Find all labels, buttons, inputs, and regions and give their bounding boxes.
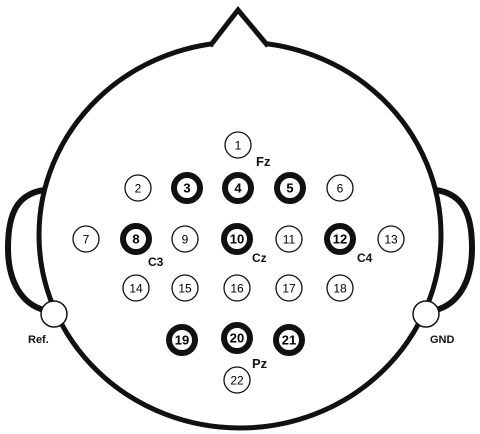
electrode-21: 21 — [273, 324, 305, 356]
electrode-16: 16 — [223, 274, 251, 302]
electrode-number: 9 — [182, 233, 189, 247]
electrode-ring — [72, 225, 100, 253]
electrode-2: 2 — [124, 174, 152, 202]
electrode-number: 10 — [230, 232, 244, 247]
electrode-number: 6 — [337, 182, 344, 196]
nose — [208, 6, 270, 48]
ref-electrode — [40, 300, 68, 328]
left-ear — [4, 187, 45, 313]
electrode-20: 20 — [221, 322, 253, 354]
site-label-c3: C3 — [148, 255, 164, 269]
electrode-ring — [120, 223, 152, 255]
electrode-number: 4 — [234, 181, 242, 196]
electrode-8: 8 — [120, 223, 152, 255]
electrode-number: 15 — [178, 282, 192, 296]
ref-label: Ref. — [28, 334, 49, 346]
electrode-number: 16 — [230, 282, 244, 296]
electrode-17: 17 — [275, 274, 303, 302]
electrode-number: 12 — [333, 232, 347, 247]
electrode-ring — [274, 172, 306, 204]
electrode-ring — [122, 274, 150, 302]
electrode-ring — [223, 366, 251, 394]
site-label-fz: Fz — [256, 154, 271, 169]
electrode-22: 22 — [223, 366, 251, 394]
electrode-ring — [326, 274, 354, 302]
electrode-number: 18 — [333, 282, 347, 296]
electrode-7: 7 — [72, 225, 100, 253]
electrode-10: 10 — [221, 223, 253, 255]
electrode-1: 1 — [224, 131, 252, 159]
electrode-number: 22 — [230, 374, 244, 388]
electrode-ring — [324, 223, 356, 255]
electrode-ring — [275, 274, 303, 302]
electrode-11: 11 — [275, 225, 303, 253]
electrode-number: 19 — [175, 333, 189, 348]
gnd-electrode — [412, 300, 440, 328]
electrode-number: 7 — [83, 233, 90, 247]
electrode-ring — [275, 225, 303, 253]
electrode-6: 6 — [326, 174, 354, 202]
electrode-number: 1 — [235, 139, 242, 153]
electrode-19: 19 — [166, 324, 198, 356]
electrode-9: 9 — [171, 225, 199, 253]
electrode-number: 13 — [384, 233, 398, 247]
site-label-pz: Pz — [252, 356, 268, 371]
electrode-ring — [326, 174, 354, 202]
electrode-14: 14 — [122, 274, 150, 302]
electrode-ring — [171, 225, 199, 253]
electrode-number: 11 — [283, 233, 296, 247]
electrode-4: 4 — [222, 172, 254, 204]
electrode-ring — [171, 274, 199, 302]
right-ear — [435, 187, 476, 313]
electrode-number: 14 — [129, 282, 143, 296]
electrode-ring — [377, 225, 405, 253]
electrode-15: 15 — [171, 274, 199, 302]
electrode-ring — [171, 172, 203, 204]
electrode-ring — [273, 324, 305, 356]
electrode-ring — [221, 322, 253, 354]
electrode-number: 2 — [135, 182, 142, 196]
electrode-ring — [221, 223, 253, 255]
electrode-18: 18 — [326, 274, 354, 302]
gnd-label: GND — [430, 334, 455, 346]
electrode-number: 3 — [183, 181, 190, 196]
electrode-5: 5 — [274, 172, 306, 204]
site-label-cz: Cz — [252, 251, 267, 265]
electrode-number: 5 — [286, 181, 293, 196]
site-label-c4: C4 — [357, 251, 373, 265]
electrode-number: 8 — [132, 232, 139, 247]
electrode-13: 13 — [377, 225, 405, 253]
electrode-ring — [124, 174, 152, 202]
electrode-ring — [166, 324, 198, 356]
electrode-number: 21 — [282, 333, 296, 348]
electrode-12: 12 — [324, 223, 356, 255]
electrode-number: 20 — [230, 331, 244, 346]
electrode-number: 17 — [282, 282, 296, 296]
electrode-ring — [223, 274, 251, 302]
electrode-ring — [222, 172, 254, 204]
electrode-3: 3 — [171, 172, 203, 204]
electrode-ring — [224, 131, 252, 159]
